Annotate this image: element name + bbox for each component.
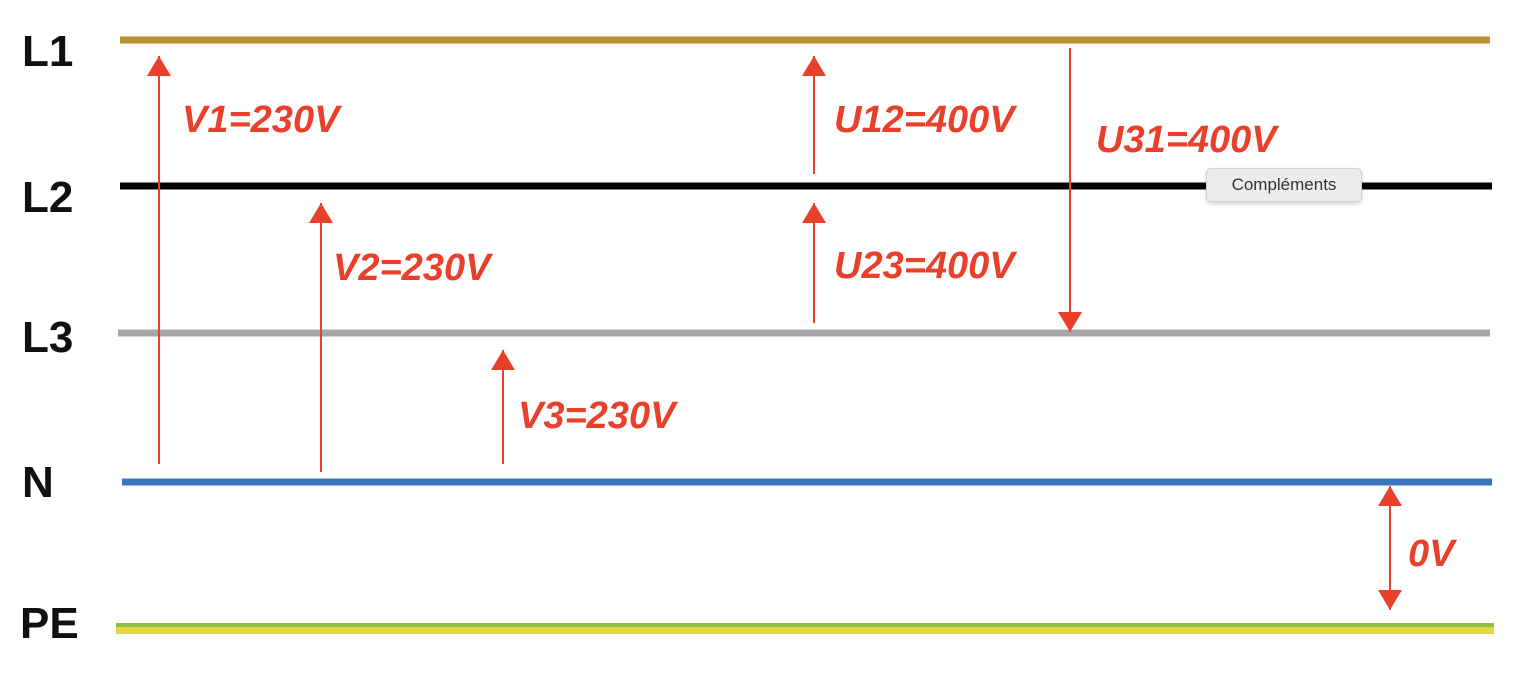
label-u23: U23=400V bbox=[834, 245, 1017, 287]
label-l2: L2 bbox=[22, 173, 73, 222]
label-0v: 0V bbox=[1408, 533, 1457, 575]
label-v3: V3=230V bbox=[518, 395, 678, 437]
label-n: N bbox=[22, 458, 54, 507]
line-pe bbox=[116, 623, 1494, 634]
label-u31: U31=400V bbox=[1096, 119, 1279, 161]
label-pe: PE bbox=[20, 599, 79, 648]
label-l3: L3 bbox=[22, 313, 73, 362]
label-v2: V2=230V bbox=[333, 247, 493, 289]
label-l1: L1 bbox=[22, 27, 73, 76]
tooltip-complements: Compléments bbox=[1206, 168, 1362, 202]
label-v1: V1=230V bbox=[182, 99, 342, 141]
label-u12: U12=400V bbox=[834, 99, 1017, 141]
